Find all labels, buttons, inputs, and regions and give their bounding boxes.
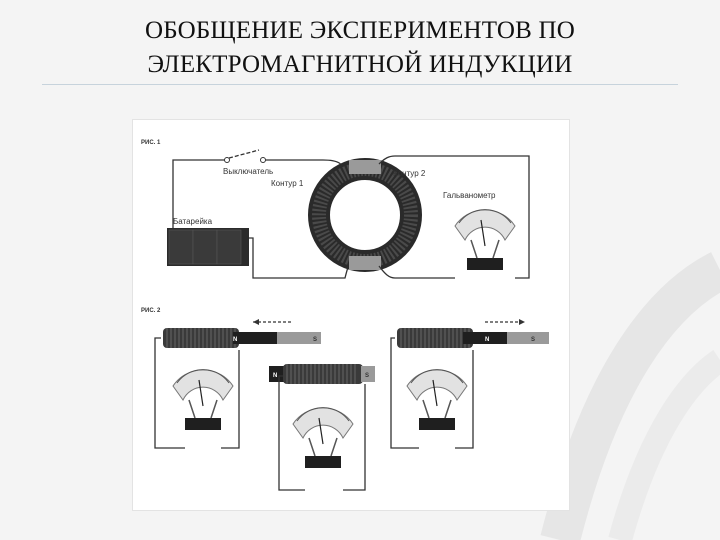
switch-label: Выключатель bbox=[223, 167, 273, 176]
pole-s-left: S bbox=[313, 337, 317, 343]
setup-right bbox=[390, 319, 549, 449]
figure1-caption: РИС. 1 bbox=[141, 140, 161, 146]
galvanometer-label: Гальванометр bbox=[443, 191, 496, 200]
setup-middle bbox=[269, 364, 375, 491]
title-underline bbox=[42, 84, 678, 85]
pole-n-left: N bbox=[233, 337, 237, 343]
figure2-caption: РИС. 2 bbox=[141, 308, 161, 314]
pole-s-middle: S bbox=[365, 373, 369, 379]
switch bbox=[224, 149, 266, 163]
experiment-figure: РИС. 1 Выключатель Батарейка Контур 1 Ко… bbox=[133, 120, 569, 510]
pole-n-right: N bbox=[485, 337, 489, 343]
title-line-2: ЭЛЕКТРОМАГНИТНОЙ ИНДУКЦИИ bbox=[147, 51, 573, 78]
circuit2-wire bbox=[378, 155, 530, 279]
galvanometer-1 bbox=[454, 208, 516, 271]
toroid-coil bbox=[308, 158, 422, 272]
pole-s-right: S bbox=[531, 337, 535, 343]
battery bbox=[167, 228, 249, 266]
circuit2-return-wire bbox=[378, 265, 455, 279]
page-title: ОБОБЩЕНИЕ ЭКСПЕРИМЕНТОВ ПО ЭЛЕКТРОМАГНИТ… bbox=[60, 14, 660, 82]
title-line-1: ОБОБЩЕНИЕ ЭКСПЕРИМЕНТОВ ПО bbox=[144, 17, 576, 44]
setup-left bbox=[154, 319, 321, 449]
battery-label: Батарейка bbox=[173, 217, 213, 226]
coil1-label: Контур 1 bbox=[271, 179, 304, 188]
coil2-label: Контур 2 bbox=[393, 169, 426, 178]
pole-n-middle: N bbox=[273, 373, 277, 379]
